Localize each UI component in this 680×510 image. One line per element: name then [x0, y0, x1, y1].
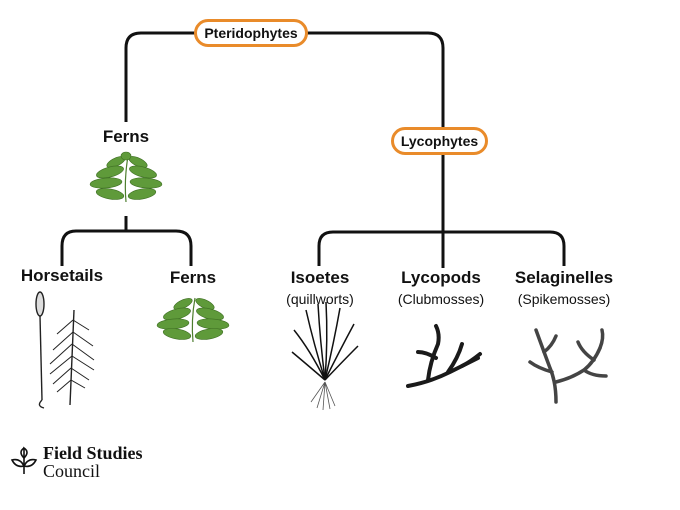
node-isoetes-sublabel: (quillworts) — [286, 291, 354, 307]
fern-illustration — [156, 297, 230, 343]
node-selaginelles-sublabel: (Spikemosses) — [517, 291, 611, 307]
node-horsetails-label: Horsetails — [20, 266, 104, 285]
node-ferns-leaf: Ferns — [143, 268, 243, 288]
connector-root — [124, 31, 445, 128]
node-horsetails: Horsetails — [6, 266, 118, 286]
node-selaginelles: Selaginelles (Spikemosses) — [500, 268, 628, 307]
node-pteridophytes: Pteridophytes — [194, 19, 308, 47]
quillwort-illustration — [291, 301, 359, 411]
node-ferns-leaf-label: Ferns — [169, 268, 217, 287]
node-lycophytes: Lycophytes — [391, 127, 488, 155]
node-isoetes-label: Isoetes — [290, 268, 350, 287]
connector-lyco-branch — [317, 230, 566, 266]
brand-logo: Field Studies Council — [10, 444, 170, 480]
node-ferns-top-label: Ferns — [102, 127, 150, 146]
node-ferns-top: Ferns — [76, 127, 176, 147]
leaf-logo-icon — [10, 446, 38, 474]
brand-text: Field Studies Council — [43, 444, 143, 480]
connector-ferns-branch — [60, 229, 193, 266]
node-lycopods-label: Lycopods — [401, 268, 481, 287]
horsetail-illustration — [35, 291, 95, 409]
node-lycopods-sublabel: (Clubmosses) — [397, 291, 485, 307]
clubmoss-illustration — [406, 324, 482, 388]
fern-illustration — [89, 151, 163, 203]
node-isoetes: Isoetes (quillworts) — [264, 268, 376, 307]
brand-line1: Field Studies — [43, 443, 143, 463]
node-lycopods: Lycopods (Clubmosses) — [381, 268, 501, 307]
brand-line2: Council — [43, 461, 100, 481]
node-selaginelles-label: Selaginelles — [514, 268, 614, 287]
spikemoss-illustration — [528, 328, 608, 404]
